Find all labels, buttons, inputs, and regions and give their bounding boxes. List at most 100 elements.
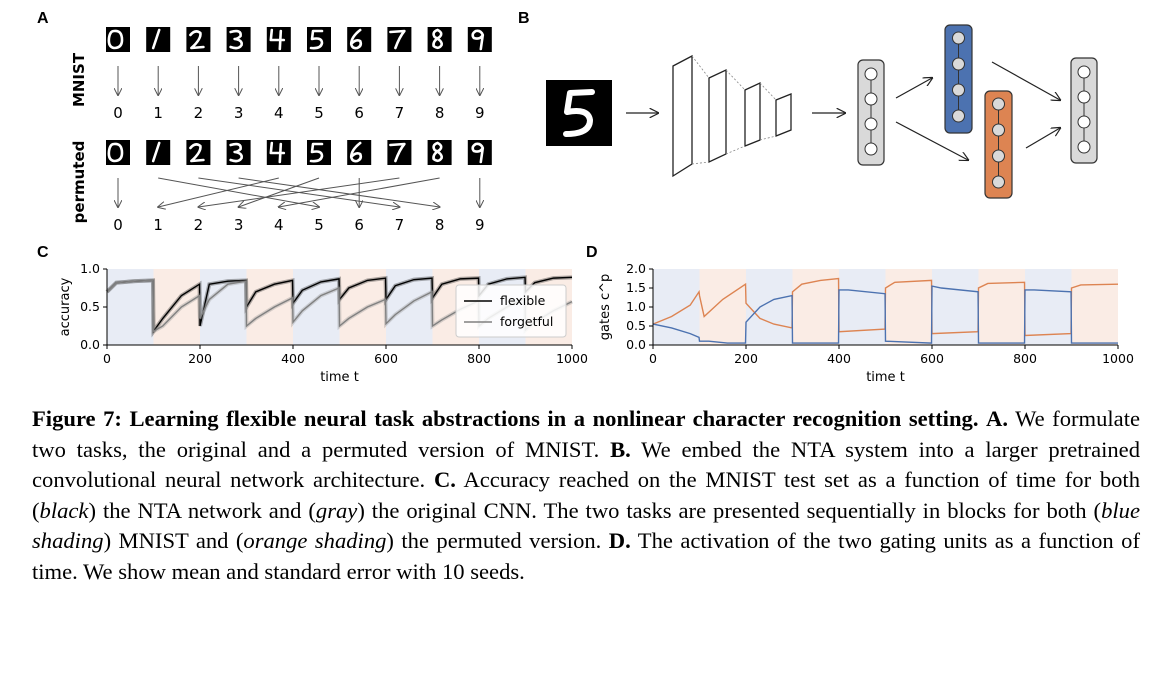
x-tick-label: 200 bbox=[734, 351, 758, 366]
x-tick-label: 600 bbox=[920, 351, 944, 366]
block-shading-permuted bbox=[1071, 269, 1118, 345]
digit-image-permuted-1 bbox=[146, 140, 171, 165]
figure-caption: Figure 7: Learning flexible neural task … bbox=[32, 404, 1140, 587]
digit-image-permuted-9 bbox=[467, 140, 492, 165]
caption-title: Learning flexible neural task abstractio… bbox=[129, 406, 979, 431]
caption-c-text-5: ) the permuted version. bbox=[386, 528, 602, 553]
panel-label-b: B bbox=[518, 10, 530, 27]
digit-image-permuted-5 bbox=[307, 140, 331, 165]
x-tick-label: 1000 bbox=[556, 351, 588, 366]
permuted-target-label: 1 bbox=[153, 216, 163, 234]
caption-a-text: We formulate two tasks, the original and… bbox=[32, 406, 1140, 462]
block-shading-permuted bbox=[699, 269, 746, 345]
mnist-target-label: 6 bbox=[354, 104, 364, 122]
y-tick-label: 1.5 bbox=[626, 280, 646, 295]
x-tick-label: 0 bbox=[103, 351, 111, 366]
digit-image-permuted-8 bbox=[427, 140, 452, 165]
caption-figure-label: Figure 7: bbox=[32, 406, 122, 431]
permuted-target-label: 4 bbox=[274, 216, 284, 234]
caption-a-label: A. bbox=[986, 406, 1008, 431]
x-tick-label: 400 bbox=[827, 351, 851, 366]
x-tick-label: 1000 bbox=[1102, 351, 1134, 366]
digit-image-permuted-4 bbox=[266, 140, 291, 165]
caption-c-text-4: ) MNIST and ( bbox=[103, 528, 244, 553]
input-digit-image bbox=[546, 80, 612, 146]
mnist-target-label: 5 bbox=[314, 104, 324, 122]
digit-image-permuted-2 bbox=[186, 140, 211, 165]
caption-d-text: The activation of the two gating units a… bbox=[32, 528, 1140, 584]
conv-layers bbox=[672, 54, 792, 178]
mnist-target-label: 7 bbox=[395, 104, 405, 122]
caption-c-blue: blue shading bbox=[32, 497, 1140, 554]
permuted-arrow bbox=[279, 177, 440, 207]
panel-label-d: D bbox=[586, 244, 598, 261]
block-shading-permuted bbox=[978, 269, 1025, 345]
caption-b-text: We embed the NTA system into a larger pr… bbox=[32, 436, 1140, 493]
panel-label-a: A bbox=[37, 10, 49, 27]
permuted-arrow bbox=[158, 177, 279, 207]
block-shading-permuted bbox=[792, 269, 839, 345]
x-tick-label: 600 bbox=[374, 351, 398, 366]
digit-image-mnist-5 bbox=[307, 27, 331, 52]
block-shading-mnist bbox=[653, 269, 700, 345]
caption-c-text-3: ) the original CNN. The two tasks are pr… bbox=[357, 497, 1102, 523]
digit-image-mnist-7 bbox=[387, 27, 412, 52]
x-axis-label: time t bbox=[320, 370, 359, 385]
digit-image-permuted-3 bbox=[226, 140, 251, 165]
permuted-arrow bbox=[239, 177, 320, 207]
y-tick-label: 0.5 bbox=[626, 318, 646, 333]
digit-image-permuted-7 bbox=[387, 140, 412, 165]
digit-image-mnist-4 bbox=[266, 27, 291, 52]
mnist-target-label: 0 bbox=[113, 104, 123, 122]
arrow-to-blue-module bbox=[895, 78, 932, 99]
panel-b-architecture-diagram bbox=[546, 24, 1098, 199]
permuted-arrow bbox=[238, 177, 440, 207]
mnist-target-label: 9 bbox=[475, 104, 485, 122]
digit-image-mnist-1 bbox=[146, 27, 171, 52]
caption-d-label: D. bbox=[608, 528, 631, 553]
mnist-target-label: 8 bbox=[435, 104, 445, 122]
caption-c-text-2: ) the NTA network and ( bbox=[88, 497, 316, 523]
caption-c-orange: orange shading bbox=[243, 528, 387, 553]
block-shading-mnist bbox=[746, 269, 793, 345]
y-tick-label: 0.0 bbox=[80, 337, 100, 352]
x-tick-label: 800 bbox=[467, 351, 491, 366]
x-tick-label: 400 bbox=[281, 351, 305, 366]
y-axis-label: gates c^p bbox=[598, 274, 613, 341]
x-axis-label: time t bbox=[866, 370, 905, 385]
block-shading-permuted bbox=[153, 269, 200, 345]
mnist-target-label: 4 bbox=[274, 104, 284, 122]
permuted-target-label: 9 bbox=[475, 216, 485, 234]
series-line-gate-0 bbox=[652, 277, 1119, 337]
x-tick-label: 800 bbox=[1013, 351, 1037, 366]
y-tick-label: 1.0 bbox=[80, 261, 100, 276]
permuted-target-label: 7 bbox=[395, 216, 405, 234]
orange-task-module bbox=[984, 90, 1013, 199]
arrow-orange-to-output bbox=[1025, 128, 1060, 149]
y-tick-label: 0.5 bbox=[80, 299, 100, 314]
series-line-gate-1 bbox=[652, 285, 1118, 344]
block-shading-mnist bbox=[1025, 269, 1072, 345]
hidden-layer bbox=[857, 59, 885, 166]
digit-image-mnist-6 bbox=[347, 27, 372, 52]
arrow-blue-to-output bbox=[991, 61, 1060, 100]
mnist-target-label: 3 bbox=[234, 104, 244, 122]
x-tick-label: 0 bbox=[649, 351, 657, 366]
legend-label: flexible bbox=[500, 293, 546, 308]
digit-image-permuted-6 bbox=[347, 140, 372, 165]
mnist-target-label: 2 bbox=[194, 104, 204, 122]
permuted-arrow bbox=[198, 177, 400, 207]
digit-image-mnist-0 bbox=[106, 27, 130, 52]
caption-c-gray: gray bbox=[315, 497, 358, 523]
digit-image-mnist-3 bbox=[226, 27, 251, 52]
permuted-target-label: 0 bbox=[113, 216, 123, 234]
y-axis-label: accuracy bbox=[58, 277, 73, 336]
caption-c-black: black bbox=[39, 497, 89, 523]
caption-b-label: B. bbox=[610, 436, 631, 462]
y-tick-label: 2.0 bbox=[626, 261, 646, 276]
caption-c-label: C. bbox=[433, 467, 456, 492]
row-label-mnist: MNIST bbox=[70, 52, 88, 107]
y-tick-label: 1.0 bbox=[626, 299, 646, 314]
